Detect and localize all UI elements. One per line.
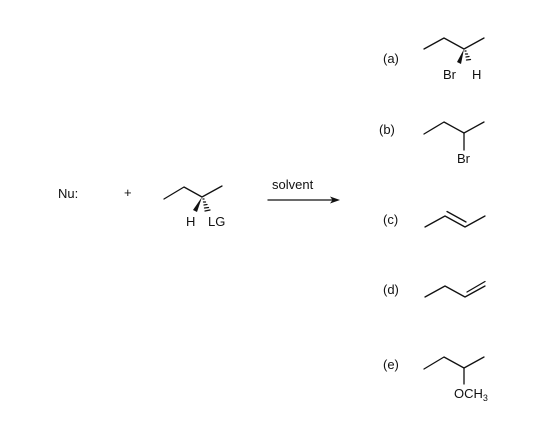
option-a-atom-h: H — [472, 67, 481, 82]
solvent-label: solvent — [272, 177, 314, 192]
substrate-skeleton — [163, 185, 223, 200]
option-b-atom-br: Br — [457, 151, 471, 166]
option-c-double-bond — [446, 210, 467, 223]
option-a-hash-bond — [464, 50, 472, 61]
option-d-double-bond — [466, 280, 486, 293]
option-d-label: (d) — [383, 282, 399, 297]
option-c-label: (c) — [383, 212, 398, 227]
substrate-atom-h: H — [186, 214, 195, 229]
substrate-structure: H LG — [163, 185, 225, 229]
nucleophile-label: Nu: — [58, 186, 78, 201]
substrate-hash-bond — [202, 198, 211, 212]
option-c-skeleton — [424, 215, 486, 228]
option-a-wedge-bond — [457, 49, 464, 64]
option-e-label: (e) — [383, 357, 399, 372]
option-d: (d) — [383, 280, 486, 298]
option-c: (c) — [383, 210, 486, 228]
option-a-skeleton — [423, 37, 485, 50]
option-a-atom-br: Br — [443, 67, 457, 82]
substrate-atom-lg: LG — [208, 214, 225, 229]
option-b-skeleton — [423, 121, 485, 135]
option-a: (a) Br H — [383, 37, 485, 82]
option-b-label: (b) — [379, 122, 395, 137]
option-a-label: (a) — [383, 51, 399, 66]
option-e-skeleton — [423, 356, 485, 370]
option-e-atom-och3: OCH3 — [454, 386, 488, 403]
option-d-skeleton — [424, 285, 486, 298]
plus-sign: + — [124, 185, 132, 200]
option-b: (b) Br — [379, 121, 485, 166]
option-e: (e) OCH3 — [383, 356, 488, 403]
substrate-wedge-bond — [193, 197, 202, 212]
reaction-arrow — [267, 196, 340, 204]
